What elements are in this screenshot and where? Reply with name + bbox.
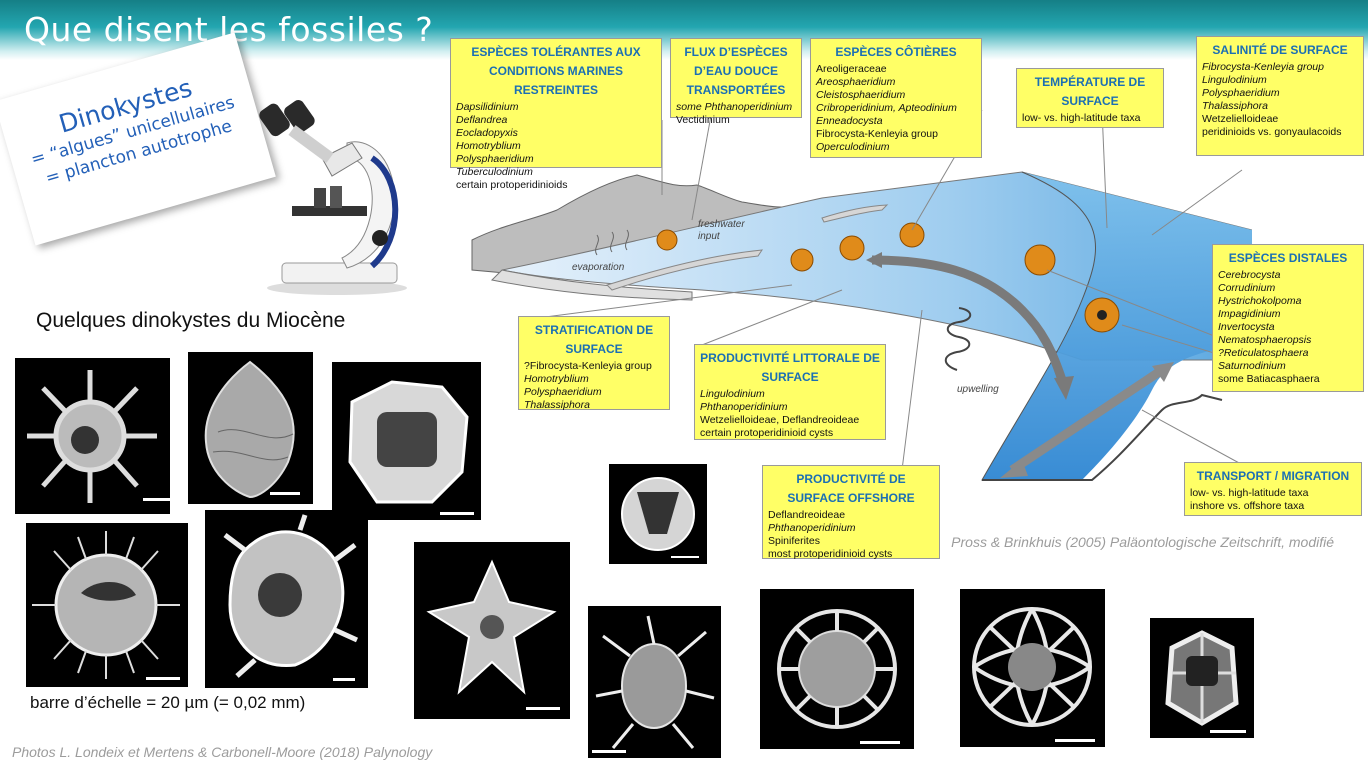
box-item: Cleistosphaeridium: [816, 89, 906, 101]
fossil-photo-2: [188, 352, 313, 504]
box-item: Thalassiphora: [524, 399, 590, 411]
box-item: Cribroperidinium, Apteodinium: [816, 102, 957, 114]
box-item: Dapsilidinium: [456, 101, 519, 113]
box-item: Operculodinium: [816, 141, 890, 153]
box-item: Vectidinium: [676, 114, 730, 126]
box-item: Areoligeraceae: [816, 63, 887, 75]
box-item: Nematosphaeropsis: [1218, 334, 1312, 346]
paleoenvironment-diagram: freshwater input evaporation upwelling: [462, 109, 1253, 510]
box-item: ?Fibrocysta-Kenleyia group: [524, 360, 652, 372]
upwelling-label: upwelling: [957, 384, 999, 395]
input-label: input: [698, 231, 721, 242]
box-item: Areosphaeridium: [816, 76, 896, 88]
box-restricted-conditions: ESPÈCES TOLÉRANTES AUX CONDITIONS MARINE…: [450, 38, 662, 191]
box-item: Polysphaeridium: [1202, 87, 1280, 99]
box-item: Wetzelielloideae, Deflandreoideae: [700, 414, 860, 426]
box-heading: FLUX D’ESPÈCES D’EAU DOUCE TRANSPORTÉES: [684, 45, 788, 97]
box-heading: ESPÈCES DISTALES: [1228, 251, 1348, 265]
box-item: Polysphaeridium: [524, 386, 602, 398]
box-item: Polysphaeridium: [456, 153, 534, 165]
microscope-icon: [252, 98, 422, 298]
box-heading: STRATIFICATION DE SURFACE: [534, 323, 654, 356]
box-item: Corrudinium: [1218, 282, 1276, 294]
fossil-photo-8: [588, 606, 721, 758]
box-item: Invertocysta: [1218, 321, 1275, 333]
box-item: Fibrocysta-Kenleyia group: [1202, 61, 1324, 73]
box-offshore-productivity: PRODUCTIVITÉ DE SURFACE OFFSHORE Defland…: [762, 465, 940, 560]
diagram-credit: Pross & Brinkhuis (2005) Paläontologisch…: [951, 534, 1334, 550]
box-item: Hystrichokolpoma: [1218, 295, 1302, 307]
box-freshwater-flux: FLUX D’ESPÈCES D’EAU DOUCE TRANSPORTÉES …: [670, 38, 802, 126]
box-item: some Batiacasphaera: [1218, 373, 1320, 385]
box-surface-stratification: STRATIFICATION DE SURFACE ?Fibrocysta-Ke…: [518, 316, 670, 411]
box-heading: PRODUCTIVITÉ LITTORALE DE SURFACE: [700, 351, 880, 384]
box-coastal-species: ESPÈCES CÔTIÈRES Areoligeraceae Areospha…: [810, 38, 982, 158]
box-heading: PRODUCTIVITÉ DE SURFACE OFFSHORE: [787, 472, 915, 505]
scale-bar-note: barre d’échelle = 20 µm (= 0,02 mm): [30, 693, 306, 712]
box-item: some Phthanoperidinium: [676, 101, 793, 113]
box-item: Cerebrocysta: [1218, 269, 1281, 281]
box-item: Thalassiphora: [1202, 100, 1268, 112]
box-item: certain protoperidinioids: [456, 179, 568, 191]
box-item: Lingulodinium: [1202, 74, 1267, 86]
box-item: ?Reticulatosphaera: [1218, 347, 1309, 359]
box-surface-salinity: SALINITÉ DE SURFACE Fibrocysta-Kenleyia …: [1196, 36, 1364, 156]
dinokyst-definition-card: Dinokystes = “algues” unicellulaires = p…: [0, 32, 276, 246]
box-item: Fibrocysta-Kenleyia group: [816, 128, 938, 140]
box-item: Phthanoperidinium: [700, 401, 788, 413]
fossil-photo-7: [609, 464, 707, 564]
fossil-photo-9: [760, 589, 914, 749]
box-item: Eocladopyxis: [456, 127, 518, 139]
box-item: Tuberculodinium: [456, 166, 533, 178]
photo-credit: Photos L. Londeix et Mertens & Carbonell…: [12, 744, 433, 760]
box-item: Homotryblium: [456, 140, 521, 152]
box-item: low- vs. high-latitude taxa: [1190, 487, 1309, 499]
box-transport-migration: TRANSPORT / MIGRATION low- vs. high-lati…: [1184, 462, 1362, 516]
box-heading: SALINITÉ DE SURFACE: [1212, 43, 1348, 57]
box-item: Deflandrea: [456, 114, 508, 126]
fossil-photo-3: [332, 362, 481, 520]
box-item: Impagidinium: [1218, 308, 1281, 320]
box-item: most protoperidinioid cysts: [768, 548, 893, 560]
fossil-gallery-title: Quelques dinokystes du Miocène: [36, 309, 346, 332]
box-item: low- vs. high-latitude taxa: [1022, 112, 1141, 124]
fossil-photo-6: [414, 542, 570, 719]
box-item: Phthanoperidinium: [768, 522, 856, 534]
fossil-photo-4: [26, 523, 188, 687]
box-item: peridinioids vs. gonyaulacoids: [1202, 126, 1342, 138]
box-littoral-productivity: PRODUCTIVITÉ LITTORALE DE SURFACE Lingul…: [694, 344, 886, 440]
box-item: Homotryblium: [524, 373, 589, 385]
box-item: Wetzelielloideae: [1202, 113, 1279, 125]
evaporation-label: evaporation: [572, 262, 625, 273]
box-item: Lingulodinium: [700, 388, 765, 400]
box-item: Spiniferites: [768, 535, 820, 547]
box-heading: TRANSPORT / MIGRATION: [1196, 469, 1350, 483]
box-heading: ESPÈCES CÔTIÈRES: [835, 45, 957, 59]
box-item: certain protoperidinioid cysts: [700, 427, 834, 439]
box-item: inshore vs. offshore taxa: [1190, 500, 1305, 512]
freshwater-label: freshwater: [698, 219, 745, 230]
fossil-photo-11: [1150, 618, 1254, 738]
box-item: Saturnodinium: [1218, 360, 1286, 372]
fossil-photo-1: [15, 358, 170, 514]
box-heading: ESPÈCES TOLÉRANTES AUX CONDITIONS MARINE…: [471, 45, 641, 97]
fossil-photo-10: [960, 589, 1105, 747]
box-item: Enneadocysta: [816, 115, 883, 127]
box-surface-temperature: TEMPÉRATURE DE SURFACE low- vs. high-lat…: [1016, 68, 1164, 128]
fossil-photo-5: [205, 510, 368, 688]
box-distal-species: ESPÈCES DISTALES Cerebrocysta Corrudiniu…: [1212, 244, 1364, 392]
box-item: Deflandreoideae: [768, 509, 846, 521]
box-heading: TEMPÉRATURE DE SURFACE: [1034, 75, 1146, 108]
